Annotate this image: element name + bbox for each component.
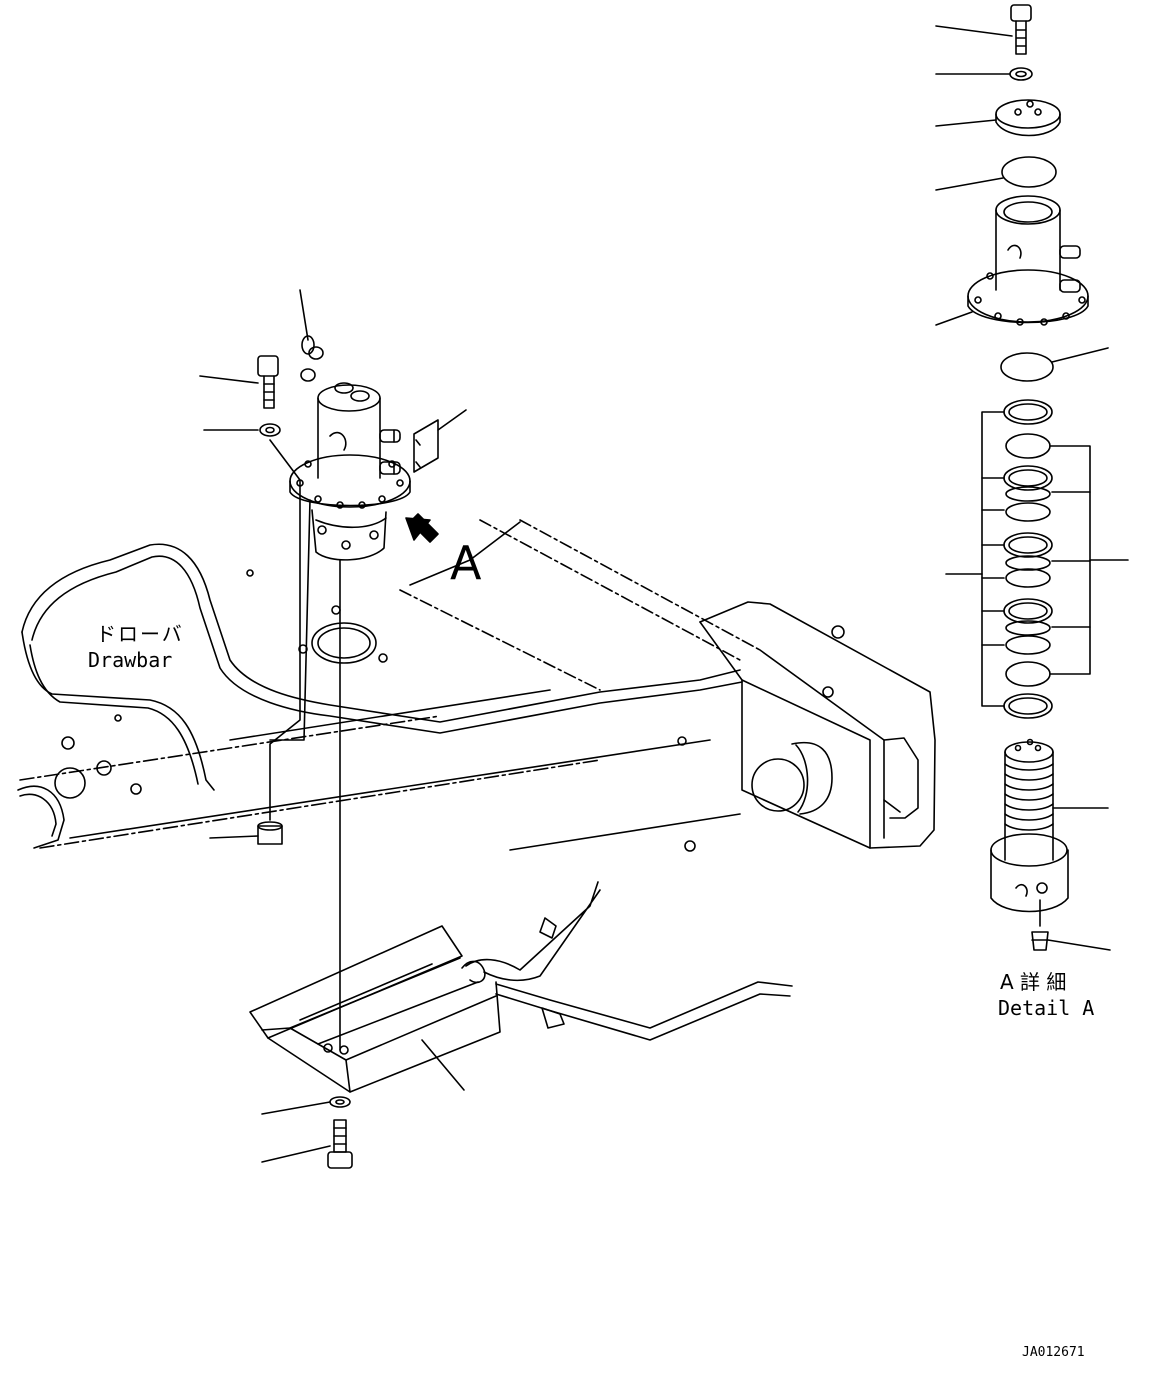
view-arrow-label: A [450,536,482,590]
detail-a-exploded-view [935,4,1129,951]
cover-and-pipe [249,881,793,1169]
drawbar-label-en: Drawbar [88,648,173,672]
detail-label-jp: A 詳 細 [1000,970,1067,994]
drawing-id: JA012671 [1022,1345,1085,1360]
drawbar-frame [17,519,936,852]
detail-label-en: Detail A [998,996,1095,1020]
swivel-joint-assembly [199,289,467,1051]
drawbar-label-jp: ドローバ [96,622,184,646]
